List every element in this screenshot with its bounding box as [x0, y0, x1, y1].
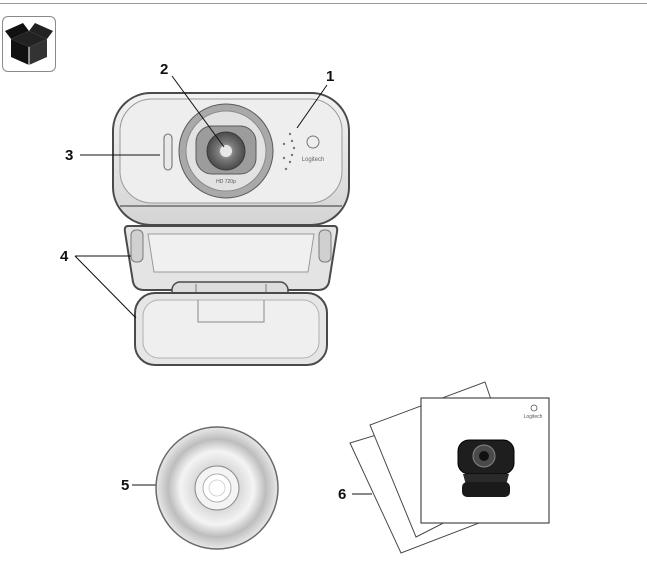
callout-4: 4 — [60, 248, 68, 265]
documentation-stack: Logitech — [350, 382, 549, 553]
webcam: HD 720p Logitech — [113, 93, 349, 365]
callout-3: 3 — [65, 147, 73, 164]
callout-5: 5 — [121, 477, 129, 494]
camera-brand: Logitech — [302, 157, 325, 163]
hd-label: HD 720p — [216, 179, 236, 185]
activity-light — [164, 134, 172, 170]
callout-6: 6 — [338, 486, 346, 503]
installation-cd — [156, 427, 278, 549]
callout-2: 2 — [160, 61, 168, 78]
callout-1: 1 — [326, 68, 334, 85]
document-brand: Logitech — [524, 414, 543, 420]
